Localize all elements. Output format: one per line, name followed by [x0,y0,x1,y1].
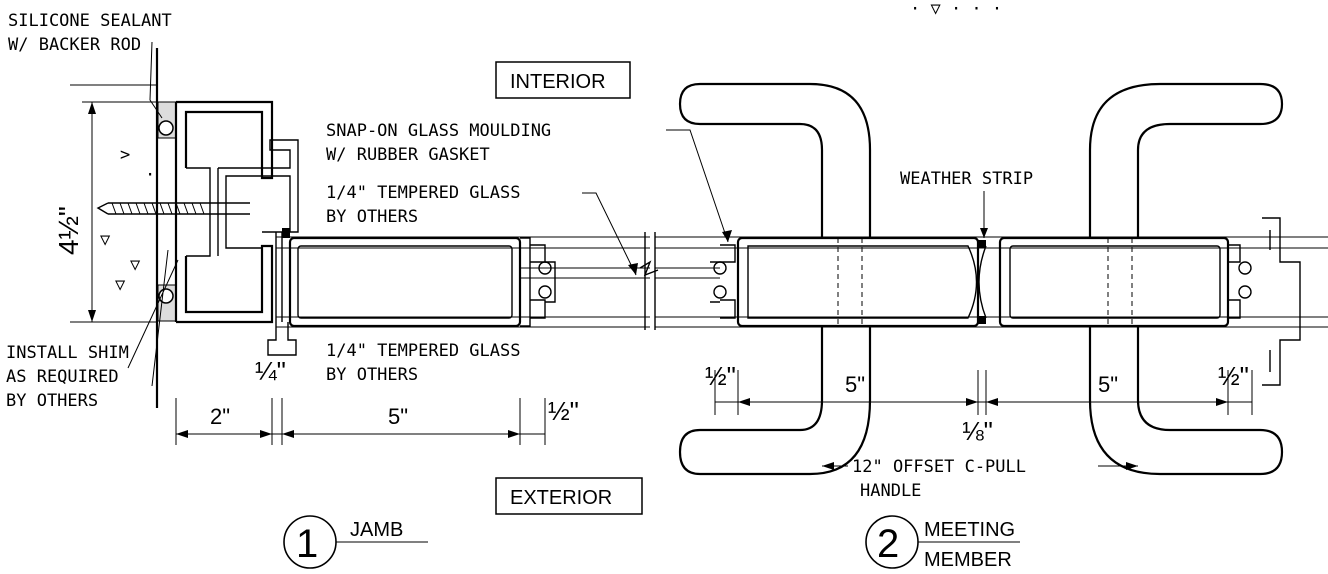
detail-callout-meeting: 2 MEETING MEMBER [865,515,1020,571]
dimension-half-left: ½" [705,361,736,391]
backer-rod-label: W/ BACKER ROD [8,35,141,55]
c-pull-handle-left [678,82,872,476]
dimension-quarter: ¼" [255,356,286,386]
svg-text:>: > [120,145,130,165]
dimension-5in-right: 5" [1098,372,1118,397]
snap-on-moulding-label: SNAP-ON GLASS MOULDING [326,121,551,141]
tempered-glass-top-by-label: BY OTHERS [326,207,418,227]
dimension-2in: 2" [210,404,230,429]
meeting-detail-title-2: MEMBER [924,549,1012,571]
svg-text:▽: ▽ [115,275,126,295]
weather-strip-label: WEATHER STRIP [900,169,1033,189]
meeting-member [710,217,1301,386]
stray-marks: · ▽ · · · [910,0,1002,19]
svg-text:▽: ▽ [100,230,111,250]
leaders [127,41,1138,470]
install-shim-label: INSTALL SHIM [6,343,129,363]
exterior-box: EXTERIOR [495,477,643,515]
interior-label: INTERIOR [510,71,606,93]
c-pull-handle-right [1088,82,1284,476]
anchor-screw [96,202,250,215]
dim-height: 4½" [53,101,157,323]
as-required-label: AS REQUIRED [6,367,119,387]
offset-c-pull-label: 12" OFFSET C-PULL [852,457,1026,477]
by-others-label: BY OTHERS [6,391,98,411]
meeting-dimension-line: ½" 5" ⅛" 5" ½" [705,361,1253,446]
dimension-eighth: ⅛" [962,416,993,446]
backer-rod-top [157,101,177,139]
silicone-sealant-label: SILICONE SEALANT [8,11,172,31]
jamb-door-stile [288,236,556,328]
jamb-dimension-line: 2" ¼" 5" ½" [175,356,579,445]
svg-text:·: · [145,165,155,185]
dimension-5in: 5" [388,404,408,429]
dimension-half-right: ½" [1218,361,1249,391]
svg-text:▽: ▽ [130,255,141,275]
rubber-gasket-label: W/ RUBBER GASKET [326,145,490,165]
detail-callout-jamb: 1 JAMB [283,515,428,569]
handle-label: HANDLE [860,481,921,501]
meeting-detail-number: 2 [877,522,899,566]
dimension-half: ½" [548,396,579,426]
meeting-detail-title-1: MEETING [924,519,1015,541]
tempered-glass-top-label: 1/4" TEMPERED GLASS [326,183,520,203]
exterior-label: EXTERIOR [510,487,612,509]
interior-box: INTERIOR [495,61,631,99]
tempered-glass-bottom-label: 1/4" TEMPERED GLASS [326,341,520,361]
svg-text:· ▽ · · ·: · ▽ · · · [910,0,1002,19]
height-dimension: 4½" [53,206,84,255]
dimension-5in-left: 5" [845,372,865,397]
tempered-glass-bottom-by-label: BY OTHERS [326,365,418,385]
jamb-frame-extrusion [174,100,299,356]
jamb-detail-number: 1 [296,522,318,566]
jamb-detail-title: JAMB [350,519,403,541]
